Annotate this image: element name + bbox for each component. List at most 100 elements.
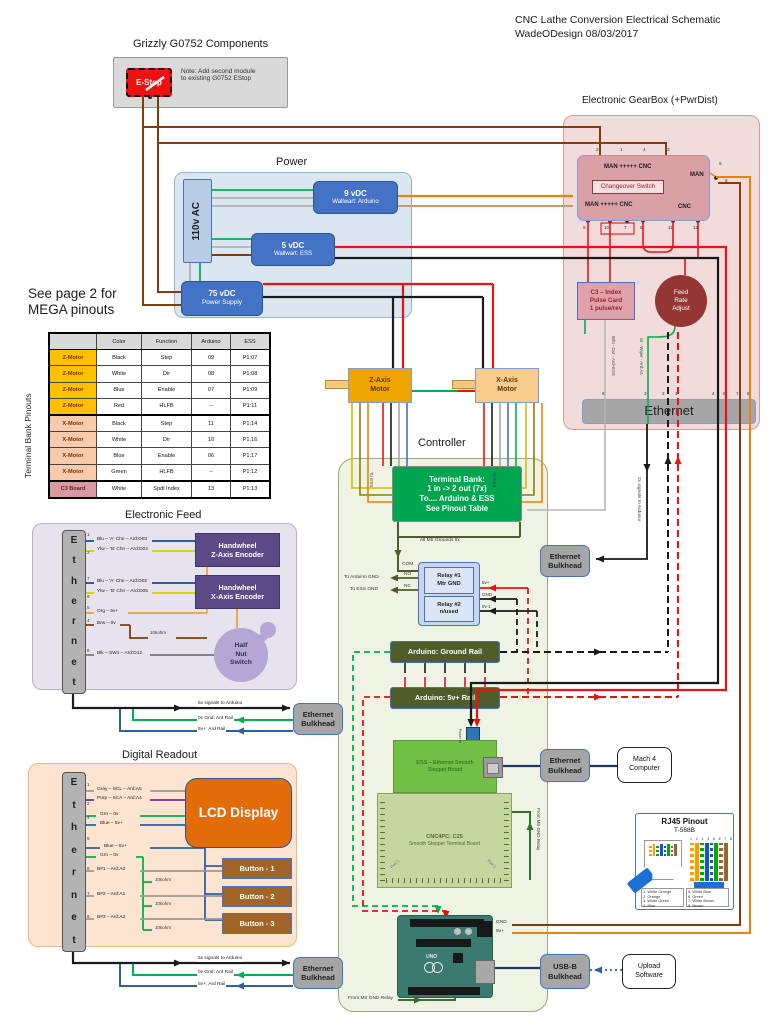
table-cell: White — [96, 431, 142, 449]
table-header: Color — [96, 332, 142, 351]
grizzly-title: Grizzly G0752 Components — [133, 38, 269, 50]
gearbox-title: Electronic GearBox (+PwrDist) — [582, 95, 718, 106]
dro-resistor-label: 10kohm — [155, 901, 172, 907]
table-cell: Red — [96, 397, 142, 416]
dro-wire-label: Blue – 5v+ — [103, 844, 128, 850]
table-cell: HLFB — [141, 397, 192, 416]
pin-2: 2 — [596, 147, 599, 152]
epin-3: 3 — [644, 391, 647, 396]
c25-pins-right — [504, 797, 509, 881]
table-cell: P1:13 — [230, 480, 271, 499]
pin-3: 3 — [667, 147, 670, 152]
rj45-pin-numbers: 1 2 3 4 5 6 7 8 — [690, 837, 734, 841]
arduino-9v-label: 9v+ — [496, 929, 504, 934]
dro-wire-label: B#3 – Ard:A2 — [96, 915, 127, 921]
to-ess-label-z: To ESS — [369, 472, 374, 488]
feed-pin: 5 — [87, 605, 90, 610]
table-cell: HLFB — [141, 463, 192, 482]
feed-pin: 7 — [87, 576, 90, 581]
dro-pin: 1 — [87, 782, 90, 787]
epin-6: 6 — [602, 391, 605, 396]
feed-wire-label: Brw – 0v — [96, 621, 117, 627]
to-ess-label-x: To ESS — [492, 472, 497, 488]
table-cell: 09 — [191, 349, 231, 367]
table-header: Arduino — [191, 332, 231, 351]
all-mtr-grounds-label: All Mtr Grounds 6x — [420, 538, 460, 543]
row-label-cell: X-Motor — [48, 447, 97, 465]
ac-source: 110v AC — [183, 179, 212, 263]
table-cell: P1:09 — [230, 381, 271, 399]
feed-title: Electronic Feed — [125, 509, 202, 521]
from-relay-bottom-label: From Mtr GND Relay — [348, 996, 394, 1001]
table-cell: White — [96, 480, 142, 499]
estop-button: E-Stop — [126, 68, 172, 97]
x-axis-motor: X-Axis Motor — [475, 368, 539, 403]
table-cell: Dir — [141, 365, 192, 383]
pin-12: 12 — [693, 225, 699, 230]
changeover-top-label: MAN +++++ CNC — [604, 164, 652, 170]
half-nut-knob — [260, 622, 276, 638]
dro-wire-label: Gray – SCL – Ard:A5 — [96, 787, 143, 793]
pin-9: 9 — [583, 225, 586, 230]
terminal-bank: Terminal Bank: 1 in -> 2 out (7x) To....… — [392, 466, 522, 522]
table-cell: 08 — [191, 365, 231, 383]
feed-pin: 1 — [87, 532, 90, 537]
changeover-inner: Changeover Switch — [592, 180, 664, 194]
page-subtitle: WadeODesign 08/03/2017 — [515, 28, 639, 40]
button-2: Button - 2 — [222, 886, 292, 907]
table-cell: 07 — [191, 381, 231, 399]
table-cell: P1:16 — [230, 431, 271, 449]
table-cell: -- — [191, 397, 231, 416]
dro-pin: 6 — [87, 914, 90, 919]
table-cell: P1:12 — [230, 463, 271, 482]
feed-rate-adjust: Feed Rate Adjust — [655, 275, 707, 327]
table-cell: Black — [96, 414, 142, 433]
table-side-label: Terminal Bank Pinouts — [23, 393, 33, 478]
table-cell: Green — [96, 463, 142, 482]
table-cell: P1:07 — [230, 349, 271, 367]
pin-6: 6 — [725, 178, 728, 183]
relay-1: Relay #1 Mtr GND — [424, 567, 474, 594]
epin-1: 1 — [675, 391, 678, 396]
changeover-bottom-label: MAN +++++ CNC — [585, 202, 633, 208]
gr-wiper-label: Gr - Wiper - Ard:A3 — [639, 338, 644, 375]
table-cell: Enable — [141, 447, 192, 465]
arduino-ground-rail: Arduino: Ground Rail — [390, 641, 500, 663]
row-label-cell: Z-Motor — [48, 365, 97, 383]
table-cell: Enable — [141, 381, 192, 399]
table-cell: Black — [96, 349, 142, 367]
epin-2: 2 — [662, 391, 665, 396]
ess-rj45-jack — [483, 757, 503, 778]
arduino-board: UNO — [397, 915, 495, 998]
wallwart-5v: 5 vDC Wallwart: ESS — [251, 233, 335, 266]
table-cell: -- — [191, 463, 231, 482]
power-in-label: Power In — [458, 729, 462, 743]
dro-pin: 8 — [87, 866, 90, 871]
row-label-cell: C3 Board — [48, 480, 97, 499]
epin-7: 7 — [736, 391, 739, 396]
dro-pin: 4 — [87, 815, 90, 820]
ac-label: 110v AC — [191, 201, 203, 241]
table-cell: 11 — [191, 414, 231, 433]
table-cell: Blue — [96, 447, 142, 465]
page-title: CNC Lathe Conversion Electrical Schemati… — [515, 14, 721, 26]
from-relay-vertical-label: From Mtr GND Relay — [536, 808, 541, 851]
z-motor-shaft — [325, 380, 349, 389]
feed-wire-label: Blu – 'A' Chn – Ard:D02 — [96, 579, 149, 585]
table-cell: P1:17 — [230, 447, 271, 465]
